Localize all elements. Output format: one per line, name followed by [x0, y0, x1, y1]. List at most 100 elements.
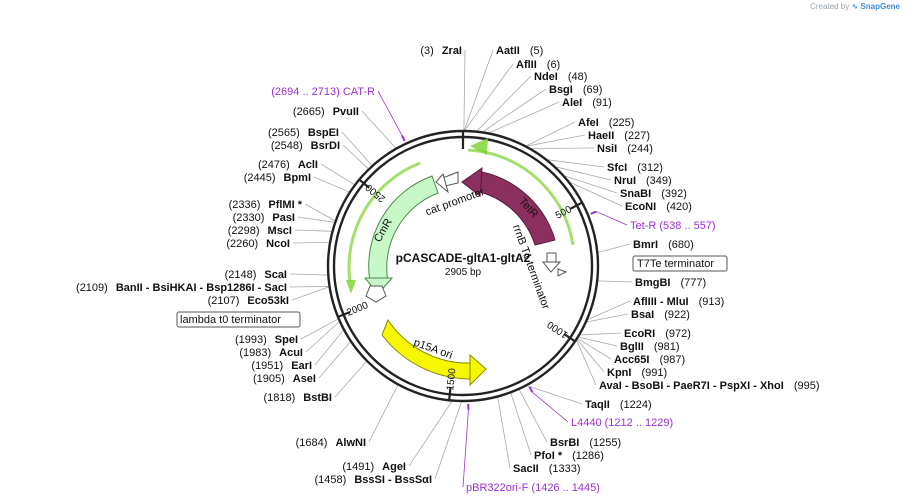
leader-sacii: [497, 397, 511, 469]
site-bmri[interactable]: BmrI(680): [633, 239, 694, 251]
site-position: (2148): [225, 269, 257, 281]
site-afei[interactable]: AfeI (225): [578, 117, 634, 129]
site-position: (777): [680, 277, 706, 289]
tick-2000: [337, 310, 351, 318]
leader-bstbi: [334, 361, 367, 398]
feature-tetr[interactable]: TetR: [461, 138, 575, 246]
leader-aflii: [464, 63, 514, 131]
leader-kpni: [576, 339, 605, 373]
site-srui[interactable]: NruI(349): [614, 175, 672, 187]
site-position: (1333): [549, 463, 581, 475]
site-acc65i[interactable]: Acc65I(987): [614, 354, 685, 366]
site-position: (225): [609, 117, 635, 129]
site-avai-group[interactable]: AvaI - BsoBI - PaeR7I - PspXI - XhoI(995…: [599, 380, 820, 392]
site-econi[interactable]: EcoNI(420): [625, 201, 692, 213]
site-name: SpeI: [275, 334, 298, 346]
site-name: BpmI: [284, 172, 312, 184]
site-bspei[interactable]: (2565)BspEI: [268, 127, 339, 139]
site-bsgi[interactable]: BsgI(69): [549, 84, 602, 96]
site-pasi[interactable]: (2330)PasI: [233, 212, 295, 224]
site-bglii[interactable]: BglII(981): [620, 341, 680, 353]
site-spei[interactable]: (1993) SpeI: [235, 334, 298, 346]
tick-marks: [337, 131, 583, 401]
site-nsii[interactable]: NsiI(244): [597, 143, 653, 155]
primer-tet-r[interactable]: Tet-R (538 .. 557): [630, 220, 716, 232]
site-position: (392): [661, 188, 687, 200]
site-position: (2445): [244, 172, 276, 184]
site-name: BsaI: [631, 309, 654, 321]
site-eari[interactable]: (1951)EarI: [251, 360, 312, 372]
site-msci[interactable]: (2298)MscI: [228, 225, 292, 237]
site-agei[interactable]: (1491)AgeI: [342, 461, 406, 473]
site-alwni[interactable]: (1684)AlwNI: [296, 437, 366, 449]
site-pflmi[interactable]: (2336)PflMI *: [229, 199, 303, 211]
site-name: AfeI: [578, 117, 599, 129]
site-bsrdi[interactable]: (2548)BsrDI: [271, 140, 340, 152]
site-position: (981): [654, 341, 680, 353]
site-taqii[interactable]: TaqII(1224): [585, 399, 652, 411]
site-haeii[interactable]: HaeII(227): [588, 130, 650, 142]
t7te-terminator-label[interactable]: T7Te terminator: [632, 255, 728, 272]
site-position: (1993): [235, 334, 267, 346]
site-snabi[interactable]: SnaBI(392): [620, 188, 687, 200]
site-position: (995): [794, 380, 820, 392]
site-aatii[interactable]: AatII(5): [496, 45, 543, 57]
primer-pbr322ori-f[interactable]: pBR322ori-F (1426 .. 1445): [466, 482, 600, 494]
site-acui[interactable]: (1983)AcuI: [239, 347, 303, 359]
site-name: EcoNI: [625, 201, 656, 213]
primer-l4440[interactable]: L4440 (1212 .. 1229): [571, 417, 673, 429]
primer-leader-pbr322ori-f: [462, 409, 469, 488]
leader-bsai: [586, 313, 629, 323]
leader-nsii: [531, 147, 595, 149]
site-ndei[interactable]: NdeI(48): [534, 71, 587, 83]
site-afliii-mlui[interactable]: AflIII - MluI(913): [633, 296, 724, 308]
feature-cmr[interactable]: CmR: [346, 161, 439, 295]
site-aflii[interactable]: AflII(6): [516, 59, 560, 71]
site-sfci[interactable]: SfcI(312): [607, 162, 663, 174]
site-asei[interactable]: (1905)AseI: [253, 373, 316, 385]
leader-bsrbi: [518, 389, 548, 443]
site-position: (1255): [589, 437, 621, 449]
leader-ncoi: [292, 241, 330, 244]
site-pvuii[interactable]: (2665)PvuII: [293, 106, 359, 118]
site-bpmi[interactable]: (2445) BpmI: [244, 172, 311, 184]
site-position: (312): [637, 162, 663, 174]
site-bsai[interactable]: BsaI(922): [631, 309, 690, 321]
site-bstbi[interactable]: (1818)BstBI: [263, 392, 332, 404]
site-kpni[interactable]: KpnI(991): [607, 367, 667, 379]
lambda-t0-terminator-label[interactable]: lambda t0 terminator: [176, 311, 301, 328]
site-bsssi[interactable]: (1458)BssSI - BssSαI: [315, 474, 432, 486]
leader-snabi: [564, 175, 618, 194]
site-acli[interactable]: (2476)AclI: [258, 159, 318, 171]
site-pfoi[interactable]: PfoI *(1286): [534, 450, 604, 462]
leader-bsssi: [434, 401, 462, 480]
site-position: (227): [624, 130, 650, 142]
leader-pvuii: [361, 110, 396, 149]
site-zrai[interactable]: (3)ZraI: [420, 45, 462, 57]
site-bmgbi[interactable]: BmgBI(777): [635, 277, 706, 289]
site-name: NdeI: [534, 71, 558, 83]
site-name: AflIII - MluI: [633, 296, 689, 308]
leader-scai: [289, 273, 328, 276]
site-scai[interactable]: (2148)ScaI: [225, 269, 287, 281]
leader-asei: [318, 341, 351, 379]
site-ncoi[interactable]: (2260)NcoI: [226, 238, 290, 250]
leader-avai-group: [576, 340, 597, 386]
tick-label-2000: 2000: [345, 300, 370, 319]
site-sacii[interactable]: SacII(1333): [513, 463, 580, 475]
feature-p15a[interactable]: p15A ori: [381, 318, 487, 387]
site-eco53ki[interactable]: (2107)Eco53kI: [208, 295, 289, 307]
tick-label-1000: 1000: [545, 318, 570, 340]
site-bsrbi[interactable]: BsrBI(1255): [550, 437, 621, 449]
t7te-terminator-arrow: [557, 268, 568, 277]
leader-eco53ki: [291, 286, 329, 301]
site-alei[interactable]: AleI(91): [562, 97, 612, 109]
leader-lines: [289, 49, 633, 480]
primer-cat-r[interactable]: (2694 .. 2713) CAT-R: [271, 86, 375, 98]
site-position: (1951): [251, 360, 283, 372]
site-position: (2665): [293, 106, 325, 118]
site-ecori[interactable]: EcoRI(972): [624, 328, 691, 340]
site-banii-group[interactable]: (2109)BanII - BsiHKAI - Bsp1286I - SacI: [76, 282, 287, 294]
site-name: BssSI - BssSαI: [354, 474, 432, 486]
